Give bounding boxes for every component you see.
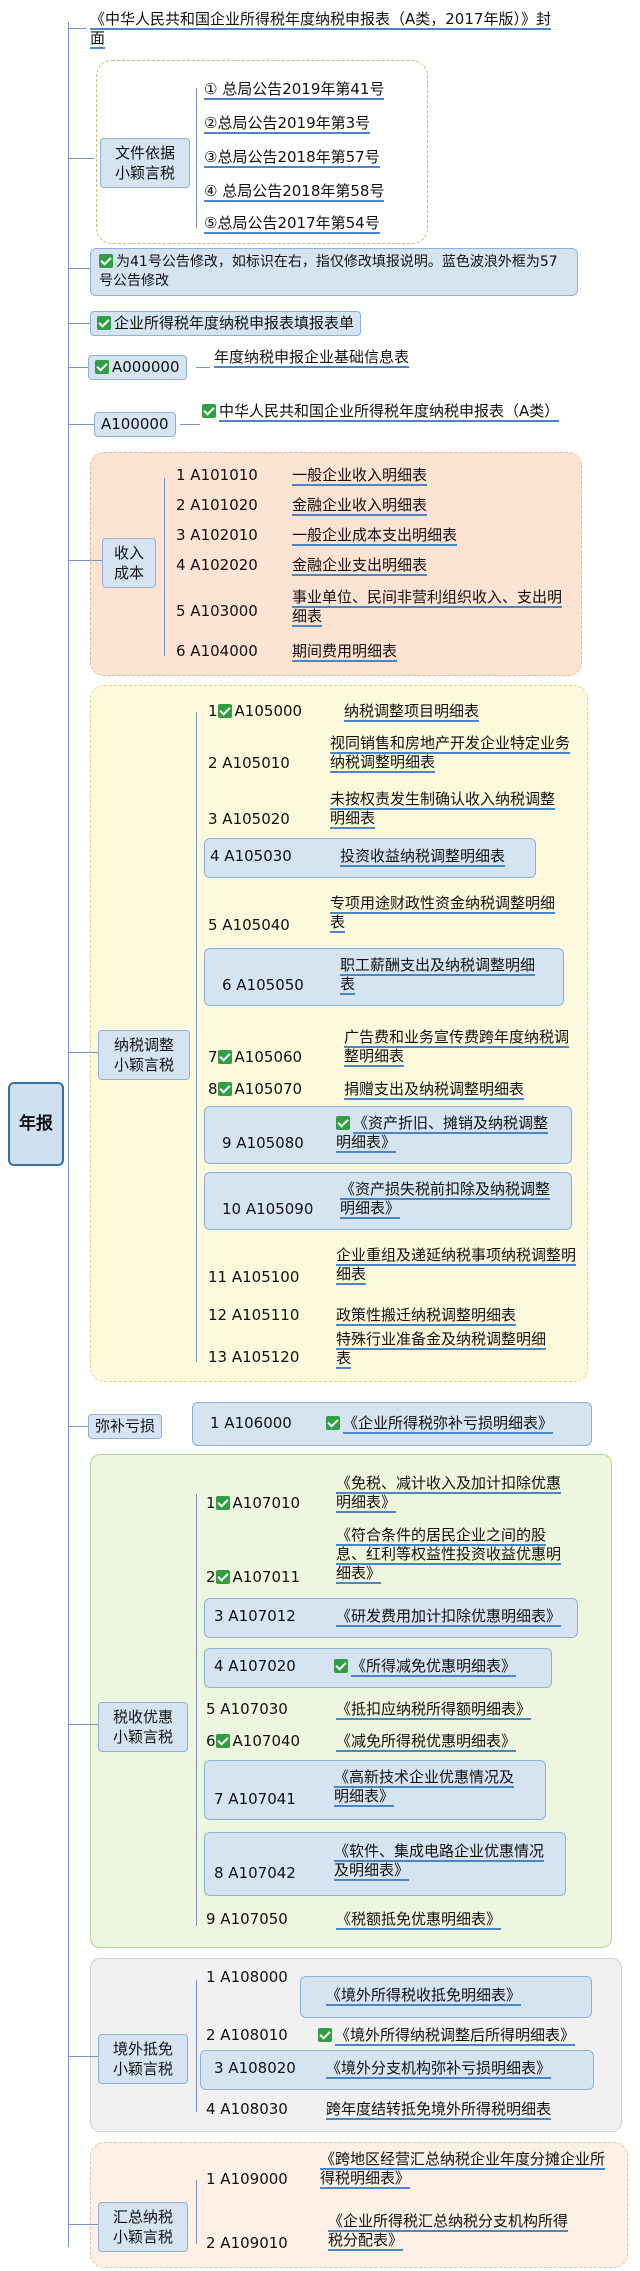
adjust-item-4[interactable]: 4 A105030 (210, 847, 292, 865)
pref-item-7-box (204, 1760, 546, 1820)
check-icon (202, 404, 216, 418)
income-item-2[interactable]: 2 A101020 (176, 496, 258, 514)
foreign-item-2[interactable]: 2 A108010 (206, 2026, 288, 2044)
a100000-node[interactable]: A100000 (94, 412, 176, 437)
a100000-name[interactable]: 中华人民共和国企业所得税年度纳税申报表（A类） (202, 402, 560, 422)
adjust-item-10-box (204, 1172, 572, 1230)
pref-item-5[interactable]: 5 A107030 (206, 1700, 288, 1718)
basis-item-5[interactable]: ⑤总局公告2017年第54号 (204, 214, 380, 234)
adjust-item-5[interactable]: 5 A105040 (208, 916, 290, 934)
preferential-group[interactable]: 税收优惠 小颖言税 (98, 1702, 188, 1752)
check-icon (334, 1659, 348, 1673)
root-node[interactable]: 年报 (8, 1082, 64, 1166)
check-icon (97, 316, 111, 330)
pref-item-3[interactable]: 3 A107012 (214, 1607, 296, 1625)
loss-box (192, 1402, 592, 1446)
note-label: 为41号公告修改，如标识在右，指仅修改填报说明。蓝色波浪外框为57号公告修改 (99, 254, 558, 289)
adjust-item-3[interactable]: 3 A105020 (208, 810, 290, 828)
foreign-group[interactable]: 境外抵免 小颖言税 (98, 2034, 188, 2084)
check-icon (95, 360, 109, 374)
income-group[interactable]: 收入 成本 (102, 538, 156, 588)
income-item-5[interactable]: 5 A103000 (176, 602, 258, 620)
adjust-item-10[interactable]: 10 A105090 (222, 1200, 314, 1218)
basis-item-4[interactable]: ④ 总局公告2018年第58号 (204, 182, 385, 202)
foreign-item-3[interactable]: 3 A108020 (214, 2059, 296, 2077)
pref-item-7[interactable]: 7 A107041 (214, 1790, 296, 1808)
check-icon (215, 1570, 230, 1584)
income-item-6[interactable]: 6 A104000 (176, 642, 258, 660)
check-icon (215, 1734, 230, 1748)
adjust-item-9-box (204, 1106, 572, 1164)
adjust-item-13[interactable]: 13 A105120 (208, 1348, 300, 1366)
adjust-item-4-box (204, 838, 536, 878)
pref-item-8-box (204, 1832, 566, 1896)
foreign-item-1[interactable]: 1 A108000 (206, 1968, 288, 1986)
loss-item[interactable]: 1 A106000 (210, 1414, 292, 1432)
basis-group[interactable]: 文件依据 小颖言税 (100, 138, 190, 188)
a000000-name[interactable]: 年度纳税申报企业基础信息表 (214, 348, 410, 368)
consolidated-group[interactable]: 汇总纳税 小颖言税 (98, 2202, 188, 2252)
consolidated-item-1[interactable]: 1 A109000 (206, 2170, 288, 2188)
income-region (90, 452, 582, 676)
pref-item-9[interactable]: 9 A107050 (206, 1910, 288, 1928)
foreign-item-3-box (200, 2050, 594, 2090)
check-icon (326, 1416, 340, 1430)
check-icon (336, 1116, 350, 1130)
basis-item-1[interactable]: ① 总局公告2019年第41号 (204, 80, 385, 100)
income-item-4[interactable]: 4 A102020 (176, 556, 258, 574)
a000000-node[interactable]: A000000 (88, 355, 187, 380)
foreign-item-4[interactable]: 4 A108030 (206, 2100, 288, 2118)
check-icon (217, 1050, 232, 1064)
consolidated-item-2[interactable]: 2 A109010 (206, 2234, 288, 2252)
adjust-item-6-box (204, 948, 564, 1006)
adjust-group[interactable]: 纳税调整 小颖言税 (98, 1030, 190, 1080)
adjust-item-6[interactable]: 6 A105050 (222, 976, 304, 994)
note-node[interactable]: 为41号公告修改，如标识在右，指仅修改填报说明。蓝色波浪外框为57号公告修改 (90, 248, 578, 296)
root-label: 年报 (19, 1114, 53, 1134)
fill-list-node[interactable]: 企业所得税年度纳税申报表填报表单 (90, 311, 362, 336)
pref-item-3-box (204, 1598, 578, 1638)
check-icon (99, 254, 113, 268)
check-icon (215, 1496, 230, 1510)
trunk-line (68, 22, 69, 2247)
pref-item-4[interactable]: 4 A107020 (214, 1657, 296, 1675)
basis-item-3[interactable]: ③总局公告2018年第57号 (204, 148, 380, 168)
adjust-item-9[interactable]: 9 A105080 (222, 1134, 304, 1152)
adjust-item-2[interactable]: 2 A105010 (208, 754, 290, 772)
foreign-item-1-box (300, 1976, 592, 2018)
cover-label: 《中华人民共和国企业所得税年度纳税申报表（A类，2017年版）》封面 (90, 10, 551, 49)
check-icon (217, 704, 232, 718)
income-item-3[interactable]: 3 A102010 (176, 526, 258, 544)
basis-label: 文件依据 小颖言税 (114, 144, 175, 182)
pref-item-4-box (204, 1648, 552, 1688)
cover-node[interactable]: 《中华人民共和国企业所得税年度纳税申报表（A类，2017年版）》封面 (90, 10, 560, 49)
adjust-item-11[interactable]: 11 A105100 (208, 1268, 300, 1286)
pref-item-8[interactable]: 8 A107042 (214, 1864, 296, 1882)
income-item-1[interactable]: 1 A101010 (176, 466, 258, 484)
check-icon (318, 2028, 332, 2042)
basis-item-2[interactable]: ②总局公告2019年第3号 (204, 114, 371, 134)
adjust-item-12[interactable]: 12 A105110 (208, 1306, 300, 1324)
check-icon (217, 1082, 232, 1096)
loss-group[interactable]: 弥补亏损 (88, 1414, 163, 1439)
